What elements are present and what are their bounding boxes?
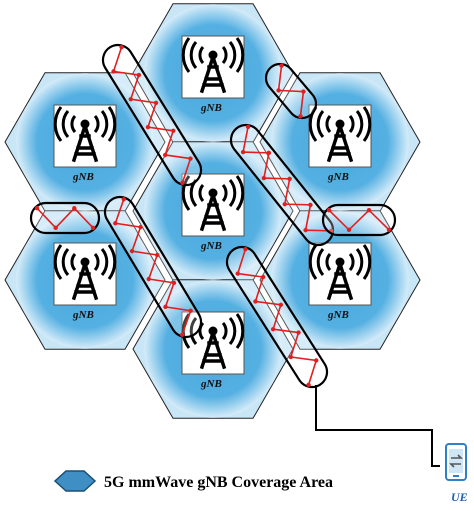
gnb-tower-icon — [180, 34, 246, 100]
ue-connection-line — [315, 385, 440, 467]
beam-corridor — [321, 203, 397, 237]
gnb-label: gNB — [200, 378, 222, 390]
beam-corridors — [29, 43, 397, 389]
gnb-tower-icon — [52, 241, 118, 307]
gnb-label: gNB — [200, 240, 222, 252]
gnb-label: gNB — [200, 102, 222, 114]
legend-hexagon-icon — [53, 470, 97, 492]
gnb-tower-icon — [307, 241, 373, 307]
gnb-stations: gNB gNB gNB gNB gNB gNB gNB — [52, 34, 373, 390]
beam-corridor — [103, 195, 203, 339]
beam-corridor — [229, 123, 335, 247]
gnb-tower-icon — [307, 103, 373, 169]
ue-phone-icon — [445, 443, 467, 481]
beam-corridor — [29, 201, 101, 235]
legend-label: 5G mmWave gNB Coverage Area — [104, 474, 333, 491]
gnb-label: gNB — [327, 309, 349, 321]
beam-corridor — [101, 43, 203, 187]
beam-corridor — [264, 62, 318, 120]
ue-label: UE — [451, 490, 468, 504]
gnb-label: gNB — [327, 171, 349, 183]
gnb-label: gNB — [72, 171, 94, 183]
gnb-tower-icon — [52, 103, 118, 169]
legend: 5G mmWave gNB Coverage Area — [53, 470, 333, 492]
gnb-label: gNB — [72, 309, 94, 321]
beam-corridor — [225, 245, 329, 389]
